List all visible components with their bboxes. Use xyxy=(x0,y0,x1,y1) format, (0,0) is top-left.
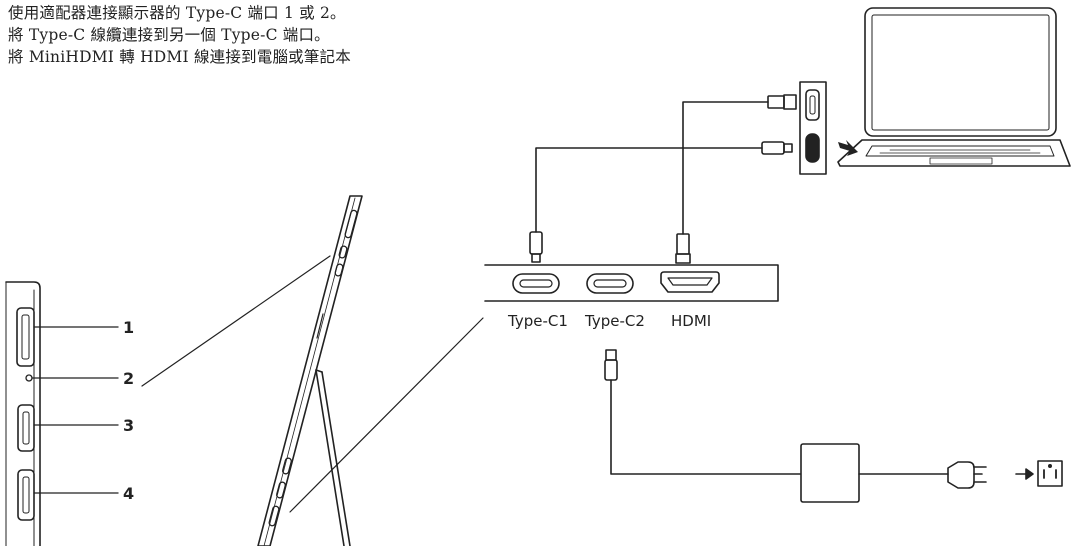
port-hdmi xyxy=(660,271,720,293)
port-1-slot xyxy=(16,307,35,367)
hdmi-cable xyxy=(675,94,797,264)
callout-1: 1 xyxy=(123,318,134,337)
port-panel xyxy=(484,264,779,302)
port-typec2 xyxy=(586,273,634,294)
insert-arrow-icon-2 xyxy=(1015,468,1034,480)
laptop-hdmi-port xyxy=(805,89,820,121)
callout-3: 3 xyxy=(123,416,134,435)
typec-cable xyxy=(529,141,793,263)
power-adapter-icon xyxy=(800,443,949,503)
port-3-slot xyxy=(17,404,35,452)
port-typec1 xyxy=(512,273,560,294)
callout-4: 4 xyxy=(123,484,134,503)
laptop-icon xyxy=(837,7,1071,167)
laptop-typec-port xyxy=(805,133,820,163)
monitor-side-view xyxy=(5,281,119,546)
instructions: 使用適配器連接顯示器的 Type-C 端口 1 或 2。 將 Type-C 線纜… xyxy=(8,2,478,68)
instruction-line-1: 使用適配器連接顯示器的 Type-C 端口 1 或 2。 xyxy=(8,4,346,22)
label-hdmi: HDMI xyxy=(671,312,711,330)
callout-2: 2 xyxy=(123,369,134,388)
wall-outlet-icon xyxy=(1037,460,1063,487)
port-4-slot xyxy=(17,469,35,521)
laptop-side-panel xyxy=(799,81,827,175)
insert-arrow-icon xyxy=(838,140,858,156)
label-typec2: Type-C2 xyxy=(584,312,645,330)
label-typec1: Type-C1 xyxy=(507,312,568,330)
power-plug-icon xyxy=(947,461,987,489)
monitor-leaning-view xyxy=(257,195,363,546)
instruction-line-2: 將 Type-C 線纜連接到另一個 Type-C 端口。 xyxy=(8,26,330,44)
port-2-hole xyxy=(25,374,33,382)
instruction-line-3: 將 MiniHDMI 轉 HDMI 線連接到電腦或筆記本 xyxy=(8,48,351,66)
power-cable xyxy=(604,349,801,475)
